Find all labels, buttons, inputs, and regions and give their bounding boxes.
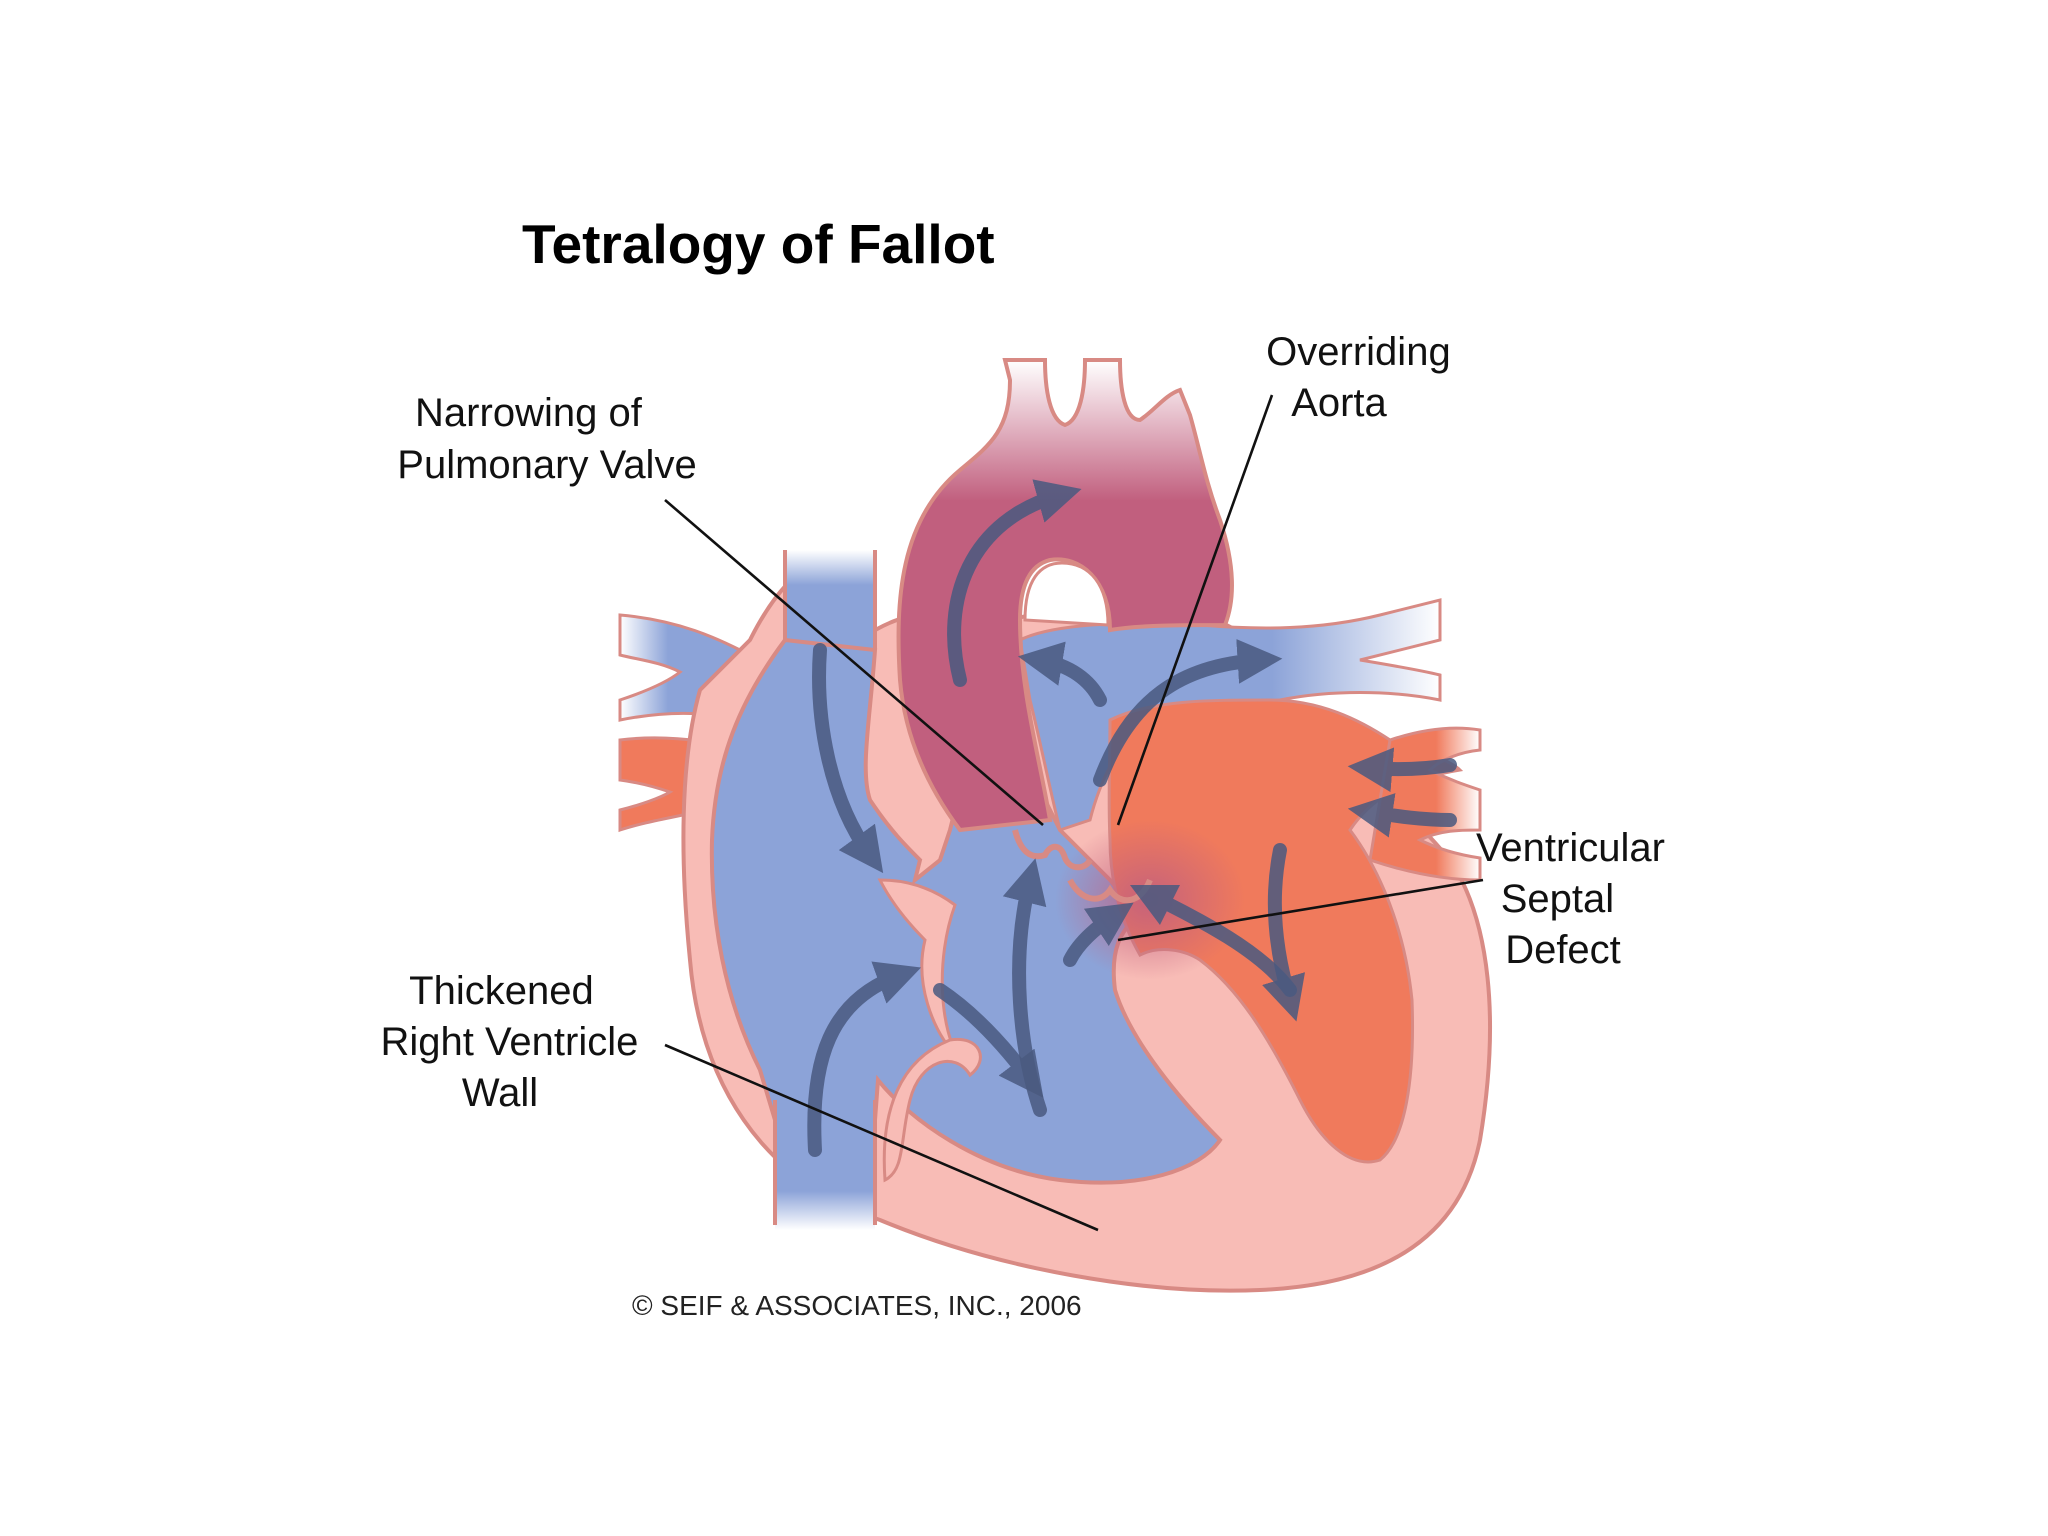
label-pulmonary-valve: Narrowing of Pulmonary Valve bbox=[397, 391, 696, 487]
leader-lines bbox=[664, 394, 1484, 1232]
pulmonary-valve-leaflets bbox=[1012, 829, 1093, 871]
blood-flow-arrows bbox=[807, 479, 1457, 1157]
vena-cava-top bbox=[785, 550, 875, 650]
label-septal-defect: Ventricular Septal Defect bbox=[1476, 826, 1676, 972]
diagram-title: Tetralogy of Fallot bbox=[522, 213, 995, 275]
aorta bbox=[896, 358, 1234, 833]
leader-pulmonary-valve bbox=[664, 499, 1044, 826]
inferior-vena-cava bbox=[775, 1100, 875, 1230]
leader-septal-defect bbox=[1117, 878, 1484, 942]
rv-inner-wall-flap bbox=[882, 1037, 982, 1183]
tricuspid-flap bbox=[877, 878, 962, 1062]
label-overriding-aorta: Overriding Aorta bbox=[1266, 330, 1462, 425]
label-rv-wall: Thickened Right Ventricle Wall bbox=[380, 969, 649, 1115]
copyright-notice: © SEIF & ASSOCIATES, INC., 2006 bbox=[632, 1290, 1082, 1321]
leader-overriding-aorta bbox=[1116, 394, 1274, 826]
aortic-arch-hole bbox=[1023, 561, 1110, 627]
leader-rv-wall bbox=[664, 1043, 1099, 1232]
heart-illustration bbox=[618, 358, 1492, 1293]
